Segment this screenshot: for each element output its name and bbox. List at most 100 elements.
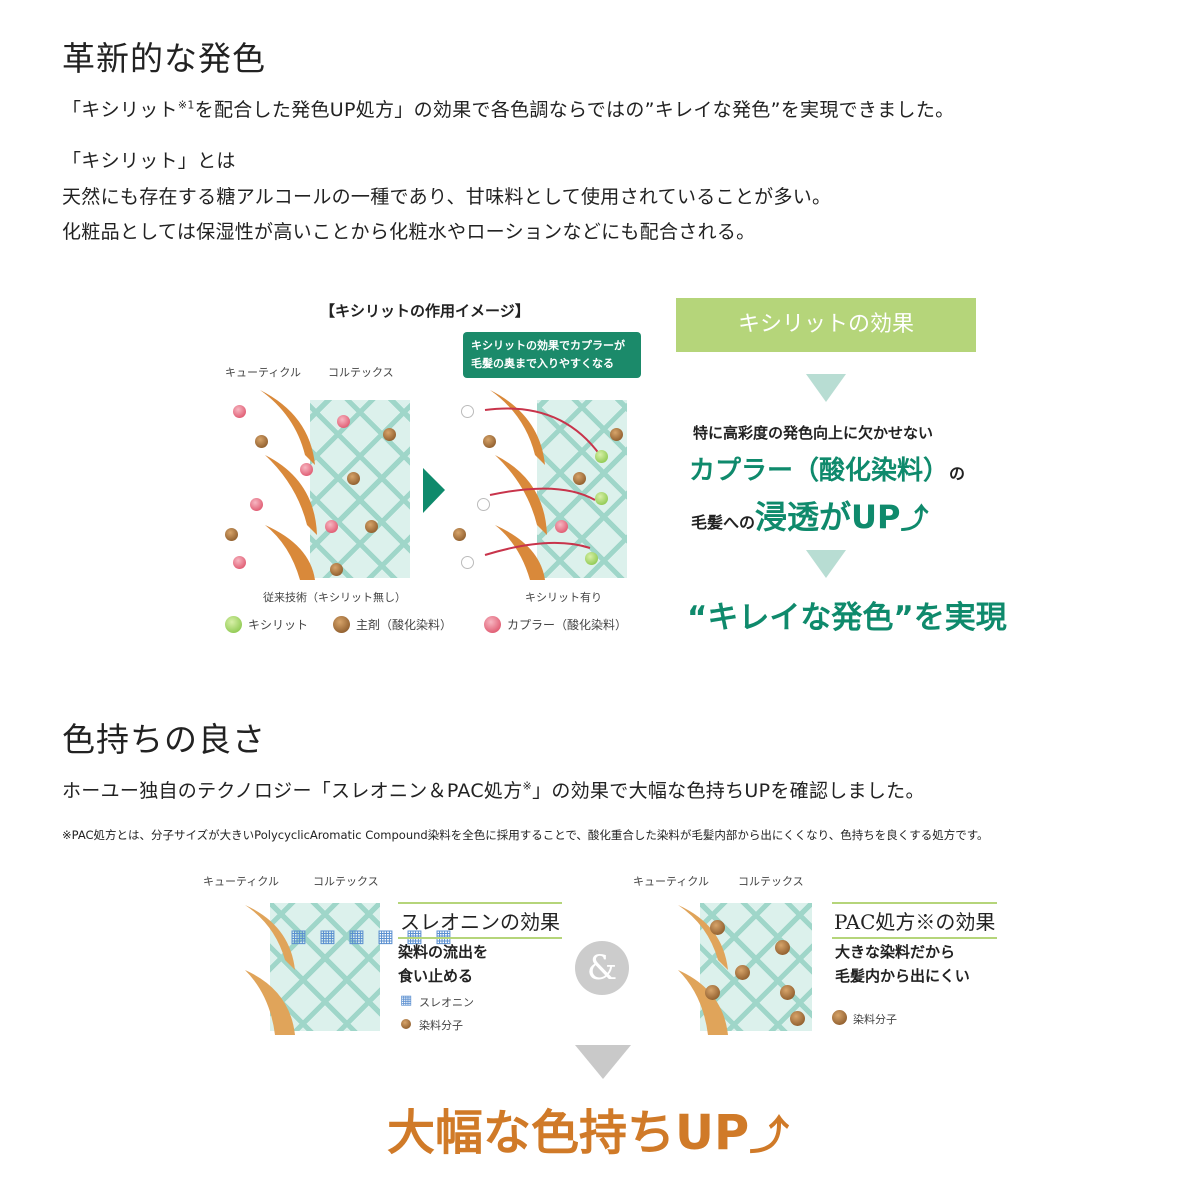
definition-line: 天然にも存在する糖アルコールの一種であり、甘味料として使用されていることが多い。 [62,186,832,208]
effect-line: カプラー（酸化染料）の [689,450,965,487]
legend-label: スレオニン [419,996,474,1009]
dye-dot [790,1011,805,1026]
effect-line: 毛髪内から出にくい [835,967,970,985]
footnote: ※PAC処方とは、分子サイズが大きいPolycyclicAromatic Com… [62,828,989,842]
effect-text: の [949,464,966,483]
dye-dot [483,435,496,448]
effect-line: 毛髪への浸透がUP⤴ [691,492,928,538]
empty-dot [461,405,474,418]
xylitol-figure: 【キシリットの作用イメージ】 キューティクル コルテックス キシリットの効果でカ… [215,280,1007,640]
dye-dot [347,472,360,485]
callout-line: 毛髪の奥まで入りやすくなる [471,357,614,370]
cortex-label: コルテックス [328,366,394,379]
section-title-color: 革新的な発色 [62,39,266,78]
coupler-dot [233,556,246,569]
lead-text: ホーユー独自のテクノロジー「スレオニン＆PAC処方 [62,780,523,802]
down-arrow-icon [806,374,846,402]
dye-dot [383,428,396,441]
footnote-ref: ※1 [177,98,195,112]
effect-line: 大きな染料だから [835,943,956,961]
legend-dye-icon [832,1010,847,1025]
result-text: 大幅な色持ちUP [387,1105,750,1161]
xylitol-dot [595,492,608,505]
dye-dot [255,435,268,448]
pac-effect-title: PAC処方※の効果 [832,902,998,939]
legend-label: 主剤（酸化染料） [356,618,453,632]
legend-coupler-icon [484,616,501,633]
dye-dot [735,965,750,980]
ampersand-badge: & [575,941,629,995]
up-arrow-icon: ⤴ [749,1113,790,1159]
definition-title: 「キシリット」とは [62,150,236,172]
cuticle-illustration [260,390,317,580]
dye-dot [610,428,623,441]
figure-title: 【キシリットの作用イメージ】 [320,302,530,320]
dye-dot [705,985,720,1000]
cuticle-label: キューティクル [225,366,302,379]
section1-lead: 「キシリット※1を配合した発色UP処方」の効果で各色調ならではの”キレイな発色”… [62,95,954,122]
arrow-right-icon [423,468,445,513]
dye-dot [775,940,790,955]
lead-text: を配合した発色UP処方」の効果で各色調ならではの”キレイな発色”を実現できました… [194,99,955,121]
cuticle-label: キューティクル [203,875,280,888]
dye-dot [780,985,795,1000]
callout-box: キシリットの効果でカプラーが 毛髪の奥まで入りやすくなる [463,332,641,378]
coupler-dot [337,415,350,428]
empty-dot [477,498,490,511]
section2-lead: ホーユー独自のテクノロジー「スレオニン＆PAC処方※」の効果で大幅な色持ちUPを… [62,776,925,803]
legend-xylitol-icon [225,616,242,633]
longevity-figure: キューティクル コルテックス ▦▦▦▦▦▦ スレオニンの効果 染料の流出を 食い… [195,865,1015,1165]
cuticle-illustration [678,905,728,1035]
xylitol-dot [595,450,608,463]
threonine-effect-title: スレオニンの効果 [398,902,562,939]
legend-dye-icon [401,1019,411,1029]
down-arrow-icon [575,1045,631,1079]
effect-highlight: 浸透がUP [755,498,901,536]
coupler-dot [300,463,313,476]
effect-line: 染料の流出を [398,943,489,961]
callout-line: キシリットの効果でカプラーが [471,339,625,352]
coupler-dot [233,405,246,418]
dye-dot [225,528,238,541]
lead-text: 」の効果で大幅な色持ちUPを確認しました。 [532,780,925,802]
caption-with: キシリット有り [525,591,602,604]
penetration-arrows [484,407,601,556]
dye-dot [365,520,378,533]
dye-dot [453,528,466,541]
caption-without: 従来技術（キシリット無し） [263,591,406,604]
effect-header: キシリットの効果 [676,298,976,352]
definition-line: 化粧品としては保湿性が高いことから化粧水やローションなどにも配合される。 [62,221,756,243]
result-text: “キレイな発色”を実現 [687,600,1007,636]
hair-cortex-left [270,903,380,1031]
cuticle-illustration [245,905,295,1035]
legend-dye-icon [333,616,350,633]
down-arrow-icon [806,550,846,578]
effect-text: 毛髪への [691,513,756,532]
result-line: 大幅な色持ちUP⤴ [387,1093,789,1163]
cortex-label: コルテックス [738,875,804,888]
legend-label: 染料分子 [853,1013,897,1026]
effect-line: 食い止める [398,967,474,985]
legend-label: 染料分子 [419,1019,463,1032]
cuticle-label: キューティクル [633,875,710,888]
cortex-label: コルテックス [313,875,379,888]
dye-dot [330,563,343,576]
legend-label: キシリット [248,618,309,632]
xylitol-dot [585,552,598,565]
dye-dot [573,472,586,485]
section-title-longevity: 色持ちの良さ [62,720,266,759]
cuticle-illustration [490,390,547,580]
effect-highlight: カプラー（酸化染料） [689,456,950,486]
coupler-dot [250,498,263,511]
dye-dot [710,920,725,935]
lead-text: 「キシリット [62,99,178,121]
threonine-legend-icon: ▦ [400,993,413,1008]
threonine-icons: ▦▦▦▦▦▦ [290,926,465,947]
coupler-dot [325,520,338,533]
effect-line: 特に高彩度の発色向上に欠かせない [693,424,934,442]
empty-dot [461,556,474,569]
up-arrow-icon: ⤴ [900,502,929,535]
footnote-ref: ※ [522,779,533,793]
coupler-dot [555,520,568,533]
legend-label: カプラー（酸化染料） [507,618,628,632]
